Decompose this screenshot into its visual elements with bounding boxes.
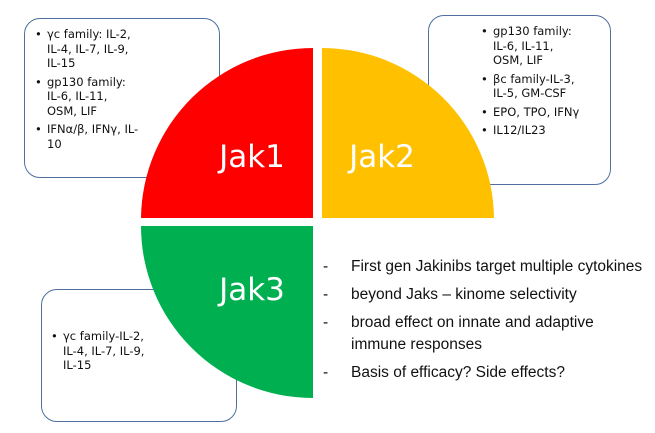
jak3-quadrant xyxy=(141,226,313,398)
note-dash: - xyxy=(323,286,329,303)
jak2-cytokine-list: gp130 family: IL-6, IL-11, OSM, LIF βc fa… xyxy=(481,24,604,138)
note-dash: - xyxy=(323,258,329,275)
cytokine-list-item: IL12/IL23 xyxy=(481,123,604,138)
jak1-cytokine-list: γc family: IL-2, IL-4, IL-7, IL-9, IL-15… xyxy=(35,27,211,151)
note-dash: - xyxy=(323,364,329,381)
note-dash: - xyxy=(323,314,329,331)
jak3-label: Jak3 xyxy=(217,272,285,308)
note-text: broad effect on innate and adaptive immu… xyxy=(351,314,594,353)
note-text: beyond Jaks – kinome selectivity xyxy=(351,286,577,303)
note-text: Basis of efficacy? Side effects? xyxy=(351,364,565,381)
cytokine-list-item: gp130 family: IL-6, IL-11, OSM, LIF xyxy=(35,75,211,119)
note-item: - Basis of efficacy? Side effects? xyxy=(321,362,651,384)
jak3-cytokine-list: γc family-IL-2, IL-4, IL-7, IL-9, IL-15 xyxy=(51,329,228,373)
jakinib-notes: - First gen Jakinibs target multiple cyto… xyxy=(321,256,651,390)
note-item: - beyond Jaks – kinome selectivity xyxy=(321,284,651,306)
note-item: - broad effect on innate and adaptive imm… xyxy=(321,312,651,356)
cytokine-list-item: γc family-IL-2, IL-4, IL-7, IL-9, IL-15 xyxy=(51,329,228,373)
cytokine-list-item: IFNα/β, IFNγ, IL- 10 xyxy=(35,122,211,151)
cytokine-list-item: gp130 family: IL-6, IL-11, OSM, LIF xyxy=(481,24,604,68)
jak2-quadrant xyxy=(322,48,494,218)
cytokine-list-item: EPO, TPO, IFNγ xyxy=(481,105,604,120)
jak2-label: Jak2 xyxy=(347,139,415,175)
jak1-quadrant xyxy=(141,48,313,218)
note-item: - First gen Jakinibs target multiple cyto… xyxy=(321,256,651,278)
jak1-label: Jak1 xyxy=(217,139,285,175)
note-text: First gen Jakinibs target multiple cytok… xyxy=(351,258,643,275)
cytokine-list-item: βc family-IL-3, IL-5, GM-CSF xyxy=(481,72,604,101)
cytokine-list-item: γc family: IL-2, IL-4, IL-7, IL-9, IL-15 xyxy=(35,27,211,71)
jak1-cytokine-box: γc family: IL-2, IL-4, IL-7, IL-9, IL-15… xyxy=(24,18,220,178)
